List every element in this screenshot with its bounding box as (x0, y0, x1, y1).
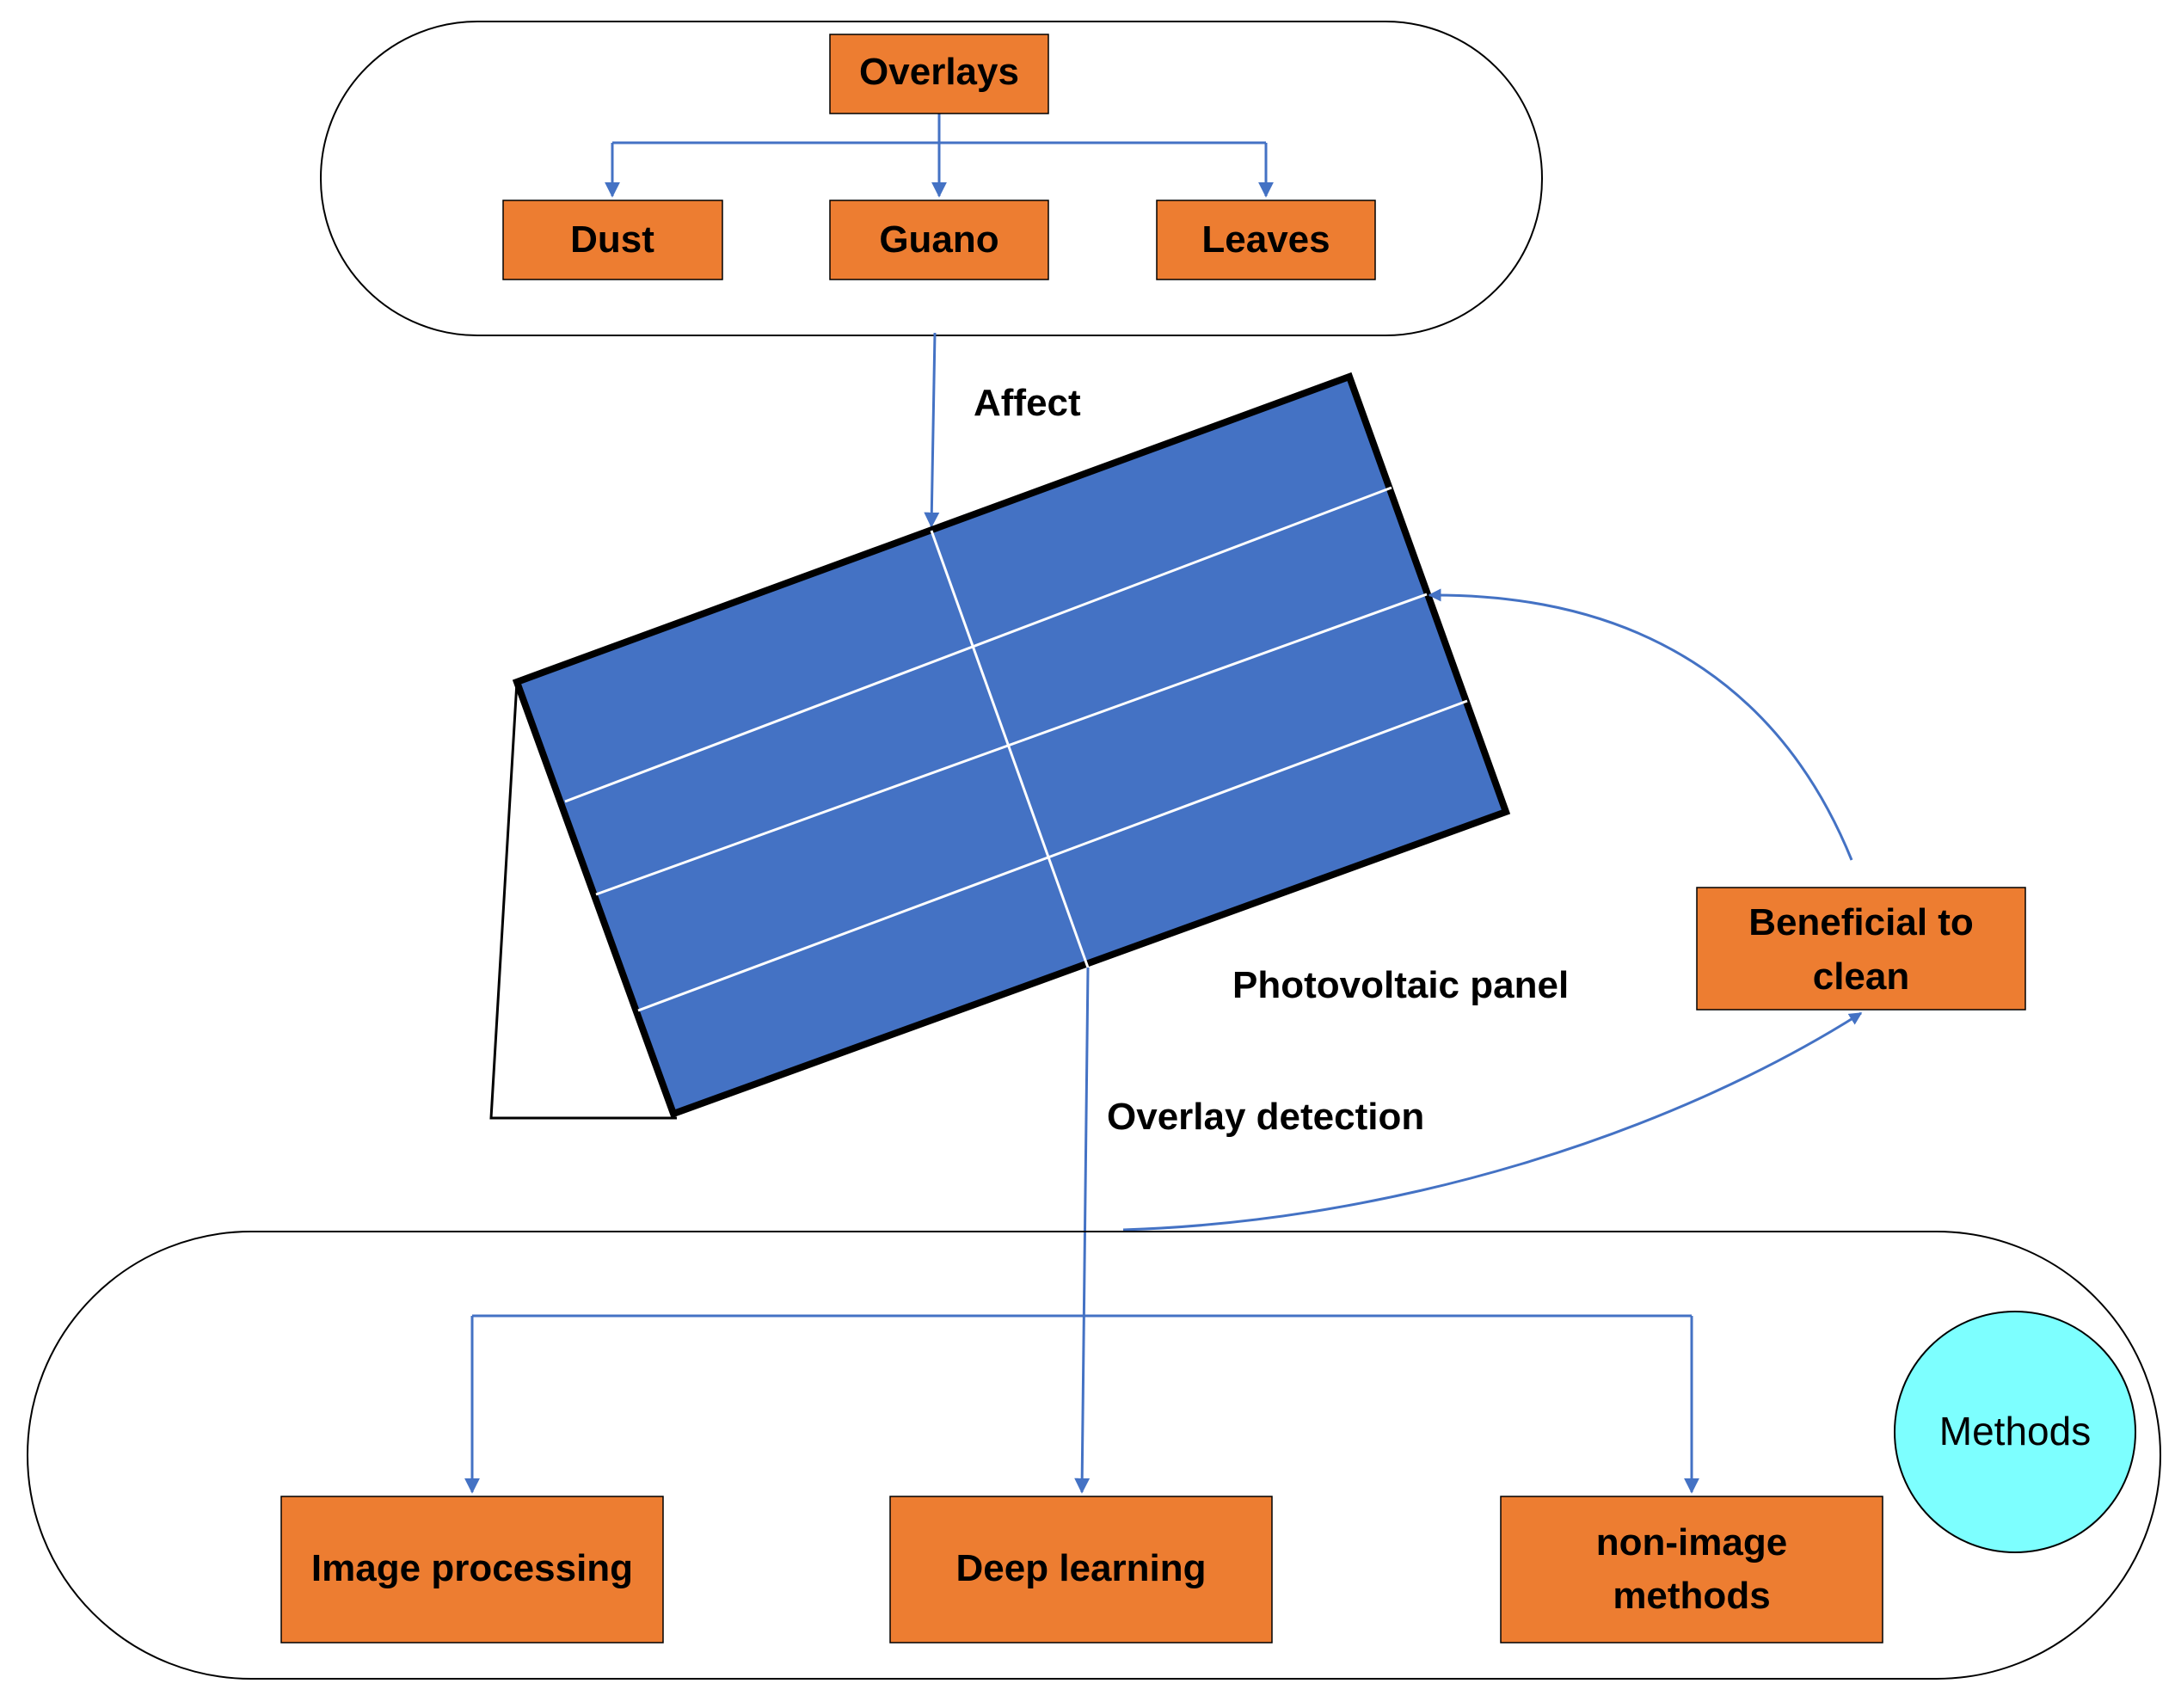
affect-arrow (924, 332, 940, 528)
methods-title: Methods (1939, 1409, 2091, 1453)
image-processing-box: Image processing (280, 1496, 664, 1643)
non-image-line1: non-image (1596, 1521, 1787, 1564)
overlays-box: Overlays (829, 34, 1049, 114)
overlays-title: Overlays (859, 51, 1019, 93)
guano-label: Guano (879, 218, 998, 261)
image-processing-label: Image processing (311, 1547, 633, 1589)
beneficial-line2: clean (1813, 955, 1910, 998)
deep-learning-label: Deep learning (956, 1547, 1207, 1589)
photovoltaic-panel (512, 372, 1511, 1119)
overlays-container (320, 21, 1543, 336)
clean-to-panel-arrow (1428, 588, 1853, 861)
affect-label: Affect (974, 382, 1081, 424)
overlay-detection-label: Overlay detection (1107, 1096, 1424, 1138)
leaves-label: Leaves (1201, 218, 1330, 261)
panel-stand (489, 681, 677, 1120)
dust-box: Dust (502, 200, 723, 280)
overlay-detection-arrow (1074, 967, 1091, 1494)
leaves-box: Leaves (1156, 200, 1376, 280)
overlays-connectors (605, 114, 1274, 198)
guano-box: Guano (829, 200, 1049, 280)
methods-circle: Methods (1894, 1311, 2136, 1553)
methods-to-clean-arrow (1122, 1011, 1863, 1232)
beneficial-box: Beneficial to clean (1696, 887, 2026, 1011)
beneficial-line1: Beneficial to (1748, 901, 1974, 943)
non-image-line2: methods (1613, 1575, 1770, 1617)
dust-label: Dust (570, 218, 654, 261)
non-image-methods-box: non-image methods (1500, 1496, 1883, 1643)
panel-label: Photovoltaic panel (1232, 964, 1569, 1006)
methods-connectors (464, 1314, 1699, 1494)
methods-container (27, 1231, 2161, 1680)
deep-learning-box: Deep learning (889, 1496, 1273, 1643)
